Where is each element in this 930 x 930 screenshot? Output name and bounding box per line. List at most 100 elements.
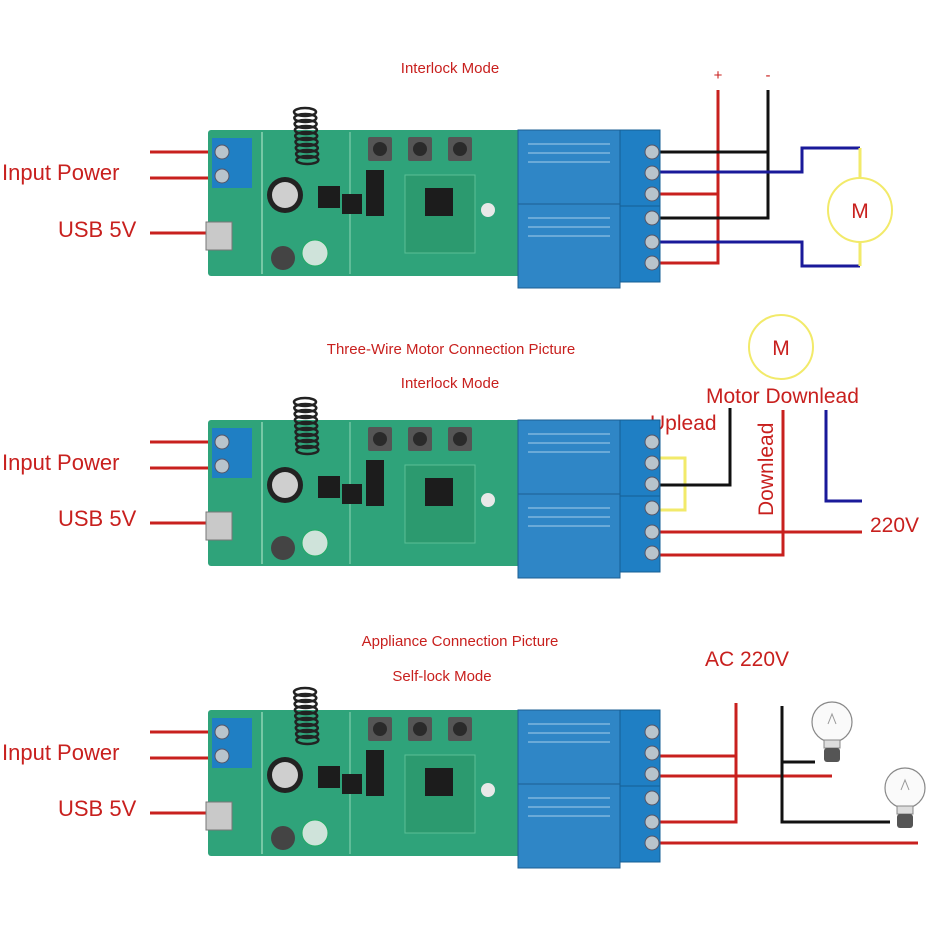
capacitor <box>301 239 329 267</box>
push-button-cap <box>373 432 387 446</box>
antenna-coil <box>293 420 319 432</box>
usb-label: USB 5V <box>58 796 137 821</box>
chip <box>366 170 384 216</box>
led <box>481 783 495 797</box>
usb-label: USB 5V <box>58 506 137 531</box>
screw-icon <box>644 545 660 561</box>
relay <box>517 203 621 289</box>
antenna-coil <box>293 130 319 142</box>
light-bulb-icon <box>811 701 853 743</box>
uplead-wire <box>660 408 732 487</box>
antenna-coil <box>294 142 320 154</box>
screw-icon <box>214 434 230 450</box>
screw-icon <box>644 524 660 540</box>
panel-3-subtitle: Self-lock Mode <box>392 668 491 685</box>
antenna-coil <box>292 396 318 408</box>
voltage-label: 220V <box>870 514 919 537</box>
screw-icon <box>214 144 230 160</box>
antenna-coil <box>292 106 318 118</box>
push-button-cap <box>453 722 467 736</box>
panel-3-title: Appliance Connection Picture <box>362 633 559 650</box>
screw-icon <box>214 458 230 474</box>
panel-2-subtitle: Interlock Mode <box>401 375 499 392</box>
push-button-cap <box>373 722 387 736</box>
screw-icon <box>644 186 660 202</box>
mcu-chip <box>425 478 453 506</box>
antenna-coil <box>295 734 320 746</box>
relay <box>517 419 621 505</box>
screw-icon <box>644 210 660 226</box>
ac-live-wire <box>660 703 738 824</box>
usb-port <box>205 221 233 251</box>
panel-2-wiring <box>660 408 862 557</box>
antenna-coil <box>294 716 319 728</box>
motor-wire <box>660 240 860 268</box>
relay-board-2 <box>150 396 661 579</box>
antenna-coil <box>292 686 318 698</box>
voltage-label: AC 220V <box>705 648 789 671</box>
screw-icon <box>644 476 660 492</box>
chip <box>342 484 362 504</box>
screw-icon <box>644 455 660 471</box>
pcb <box>208 130 523 276</box>
push-button-cap <box>413 722 427 736</box>
screw-icon <box>644 835 660 851</box>
antenna-coil <box>294 136 319 148</box>
led <box>481 203 495 217</box>
motor-icon <box>827 177 893 243</box>
antenna-coil <box>294 432 320 444</box>
antenna-coil <box>293 710 319 722</box>
bulb-filament <box>900 778 910 791</box>
capacitor <box>301 819 329 847</box>
panel-3-wiring <box>660 703 918 845</box>
antenna-coil <box>295 444 320 456</box>
push-button-cap <box>413 432 427 446</box>
push-button-cap <box>453 142 467 156</box>
plus-wire <box>660 90 720 265</box>
bulb-filament <box>827 712 837 725</box>
bulb-neck <box>823 739 841 749</box>
capacitor-top <box>272 472 298 498</box>
relay <box>517 783 621 869</box>
input-power-label: Input Power <box>2 740 119 765</box>
antenna-coil <box>293 704 319 716</box>
pcb <box>208 710 523 856</box>
screw-icon <box>644 724 660 740</box>
screw-icon <box>214 748 230 764</box>
inductor <box>271 536 295 560</box>
antenna-coil <box>293 124 319 136</box>
chip <box>366 750 384 796</box>
relay <box>517 493 621 579</box>
antenna-coil <box>293 402 318 414</box>
chip <box>318 476 340 498</box>
chip <box>342 194 362 214</box>
panel-1-wiring <box>660 90 862 268</box>
screw-icon <box>644 500 660 516</box>
minus-label: - <box>766 67 771 84</box>
screw-icon <box>644 814 660 830</box>
antenna-coil <box>293 118 318 130</box>
push-button-cap <box>453 432 467 446</box>
screw-icon <box>644 144 660 160</box>
screw-icon <box>644 255 660 271</box>
motor-icon <box>748 314 814 380</box>
screw-icon <box>644 790 660 806</box>
lamps <box>811 701 926 828</box>
mcu-chip <box>425 768 453 796</box>
neutral-wire <box>824 410 862 503</box>
panel-1-title: Interlock Mode <box>401 60 499 77</box>
motor-label: M <box>772 337 790 360</box>
antenna-coil <box>293 414 319 426</box>
motor-label: M <box>851 200 869 223</box>
screw-icon <box>644 766 660 782</box>
downlead-wire <box>660 410 785 557</box>
pcb <box>208 420 523 566</box>
led <box>481 493 495 507</box>
bulb-base <box>824 748 840 762</box>
minus-wire <box>660 90 770 220</box>
antenna-coil <box>293 408 318 420</box>
usb-port <box>205 511 233 541</box>
inductor <box>271 246 295 270</box>
mcu-chip <box>425 188 453 216</box>
